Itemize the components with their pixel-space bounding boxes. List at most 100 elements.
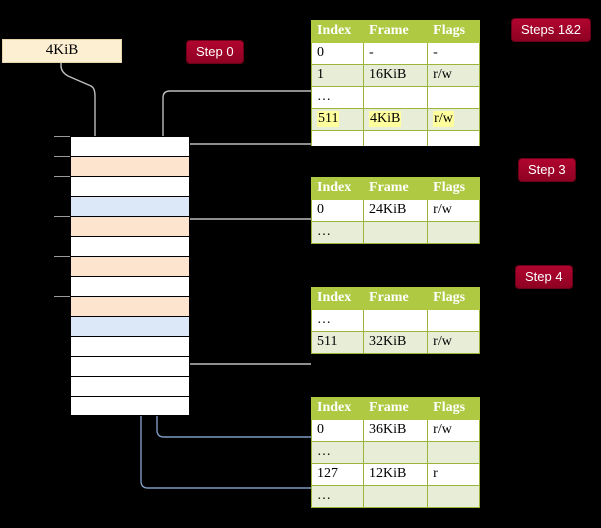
table-row[interactable] [311, 130, 480, 146]
memory-frame-row [70, 216, 190, 236]
cell-index: 511 [311, 331, 365, 354]
column-header-flags: Flags [427, 287, 480, 310]
memory-frame-row [70, 316, 190, 336]
cell-flags [427, 86, 480, 109]
cell-frame: - [363, 42, 429, 65]
column-header-index: Index [311, 287, 365, 310]
table-row[interactable]: … [311, 309, 480, 332]
cell-frame [363, 441, 429, 464]
cell-flags: r [427, 463, 480, 486]
memory-row-tick [54, 216, 70, 217]
physical-memory-column [70, 136, 190, 417]
memory-frame-row [70, 296, 190, 316]
cell-flags: r/w [427, 108, 480, 131]
cell-index: … [311, 221, 365, 244]
wire-step3 [174, 218, 311, 267]
column-header-index: Index [311, 397, 365, 420]
table-row[interactable]: … [311, 485, 480, 508]
memory-frame-row [70, 376, 190, 396]
badge-steps-1-2: Steps 1&2 [512, 19, 590, 41]
cell-flags: r/w [427, 419, 480, 442]
cell-index: 0 [311, 199, 365, 222]
memory-frame-row [70, 256, 190, 276]
cell-frame: 32KiB [363, 331, 429, 354]
memory-row-tick [54, 176, 70, 177]
memory-frame-row [70, 336, 190, 356]
frame-4kib-box: 4KiB [2, 39, 122, 63]
wire-step4 [176, 316, 311, 365]
cell-flags [427, 221, 480, 244]
memory-frame-row [70, 136, 190, 156]
cell-index: … [311, 441, 365, 464]
cell-index: … [311, 485, 365, 508]
table-row[interactable]: 511 4KiB r/w [311, 108, 480, 131]
highlighted-value: 4KiB [369, 111, 402, 127]
cell-flags: - [427, 42, 480, 65]
cell-flags: r/w [427, 331, 480, 354]
column-header-flags: Flags [427, 20, 480, 43]
cell-flags [427, 485, 480, 508]
column-header-index: Index [311, 177, 365, 200]
cell-index: 127 [311, 463, 365, 486]
cell-flags: r/w [427, 64, 480, 87]
column-header-index: Index [311, 20, 365, 43]
cell-frame: 16KiB [363, 64, 429, 87]
cell-frame [363, 485, 429, 508]
memory-frame-row [70, 176, 190, 196]
cell-index: … [311, 309, 365, 332]
memory-row-tick [54, 136, 70, 137]
highlighted-value: r/w [433, 111, 454, 127]
memory-row-tick [54, 296, 70, 297]
highlighted-value: 511 [317, 111, 340, 127]
table-row[interactable]: … [311, 441, 480, 464]
cell-frame [363, 309, 429, 332]
badge-step-3: Step 3 [519, 159, 575, 181]
column-header-flags: Flags [427, 397, 480, 420]
cell-frame [363, 130, 429, 146]
cell-index: 1 [311, 64, 365, 87]
cell-frame [363, 86, 429, 109]
memory-frame-row [70, 276, 190, 296]
memory-frame-row [70, 236, 190, 256]
cell-index: 0 [311, 419, 365, 442]
memory-row-tick [54, 256, 70, 257]
column-header-frame: Frame [363, 177, 429, 200]
column-header-frame: Frame [363, 397, 429, 420]
cell-index: 0 [311, 42, 365, 65]
cell-frame: 4KiB [363, 108, 429, 131]
column-header-frame: Frame [363, 20, 429, 43]
memory-frame-row [70, 396, 190, 416]
column-header-frame: Frame [363, 287, 429, 310]
memory-frame-row [70, 196, 190, 216]
table-row[interactable]: 0-- [311, 42, 480, 65]
table-row[interactable]: … [311, 86, 480, 109]
badge-step-0: Step 0 [187, 41, 243, 63]
cell-flags [427, 130, 480, 146]
cell-frame: 24KiB [363, 199, 429, 222]
memory-frame-row [70, 356, 190, 376]
cell-index: … [311, 86, 365, 109]
wire-step2 [167, 143, 311, 167]
cell-frame: 36KiB [363, 419, 429, 442]
cell-flags: r/w [427, 199, 480, 222]
cell-flags [427, 441, 480, 464]
table-row[interactable]: … [311, 221, 480, 244]
cell-index [311, 130, 365, 146]
